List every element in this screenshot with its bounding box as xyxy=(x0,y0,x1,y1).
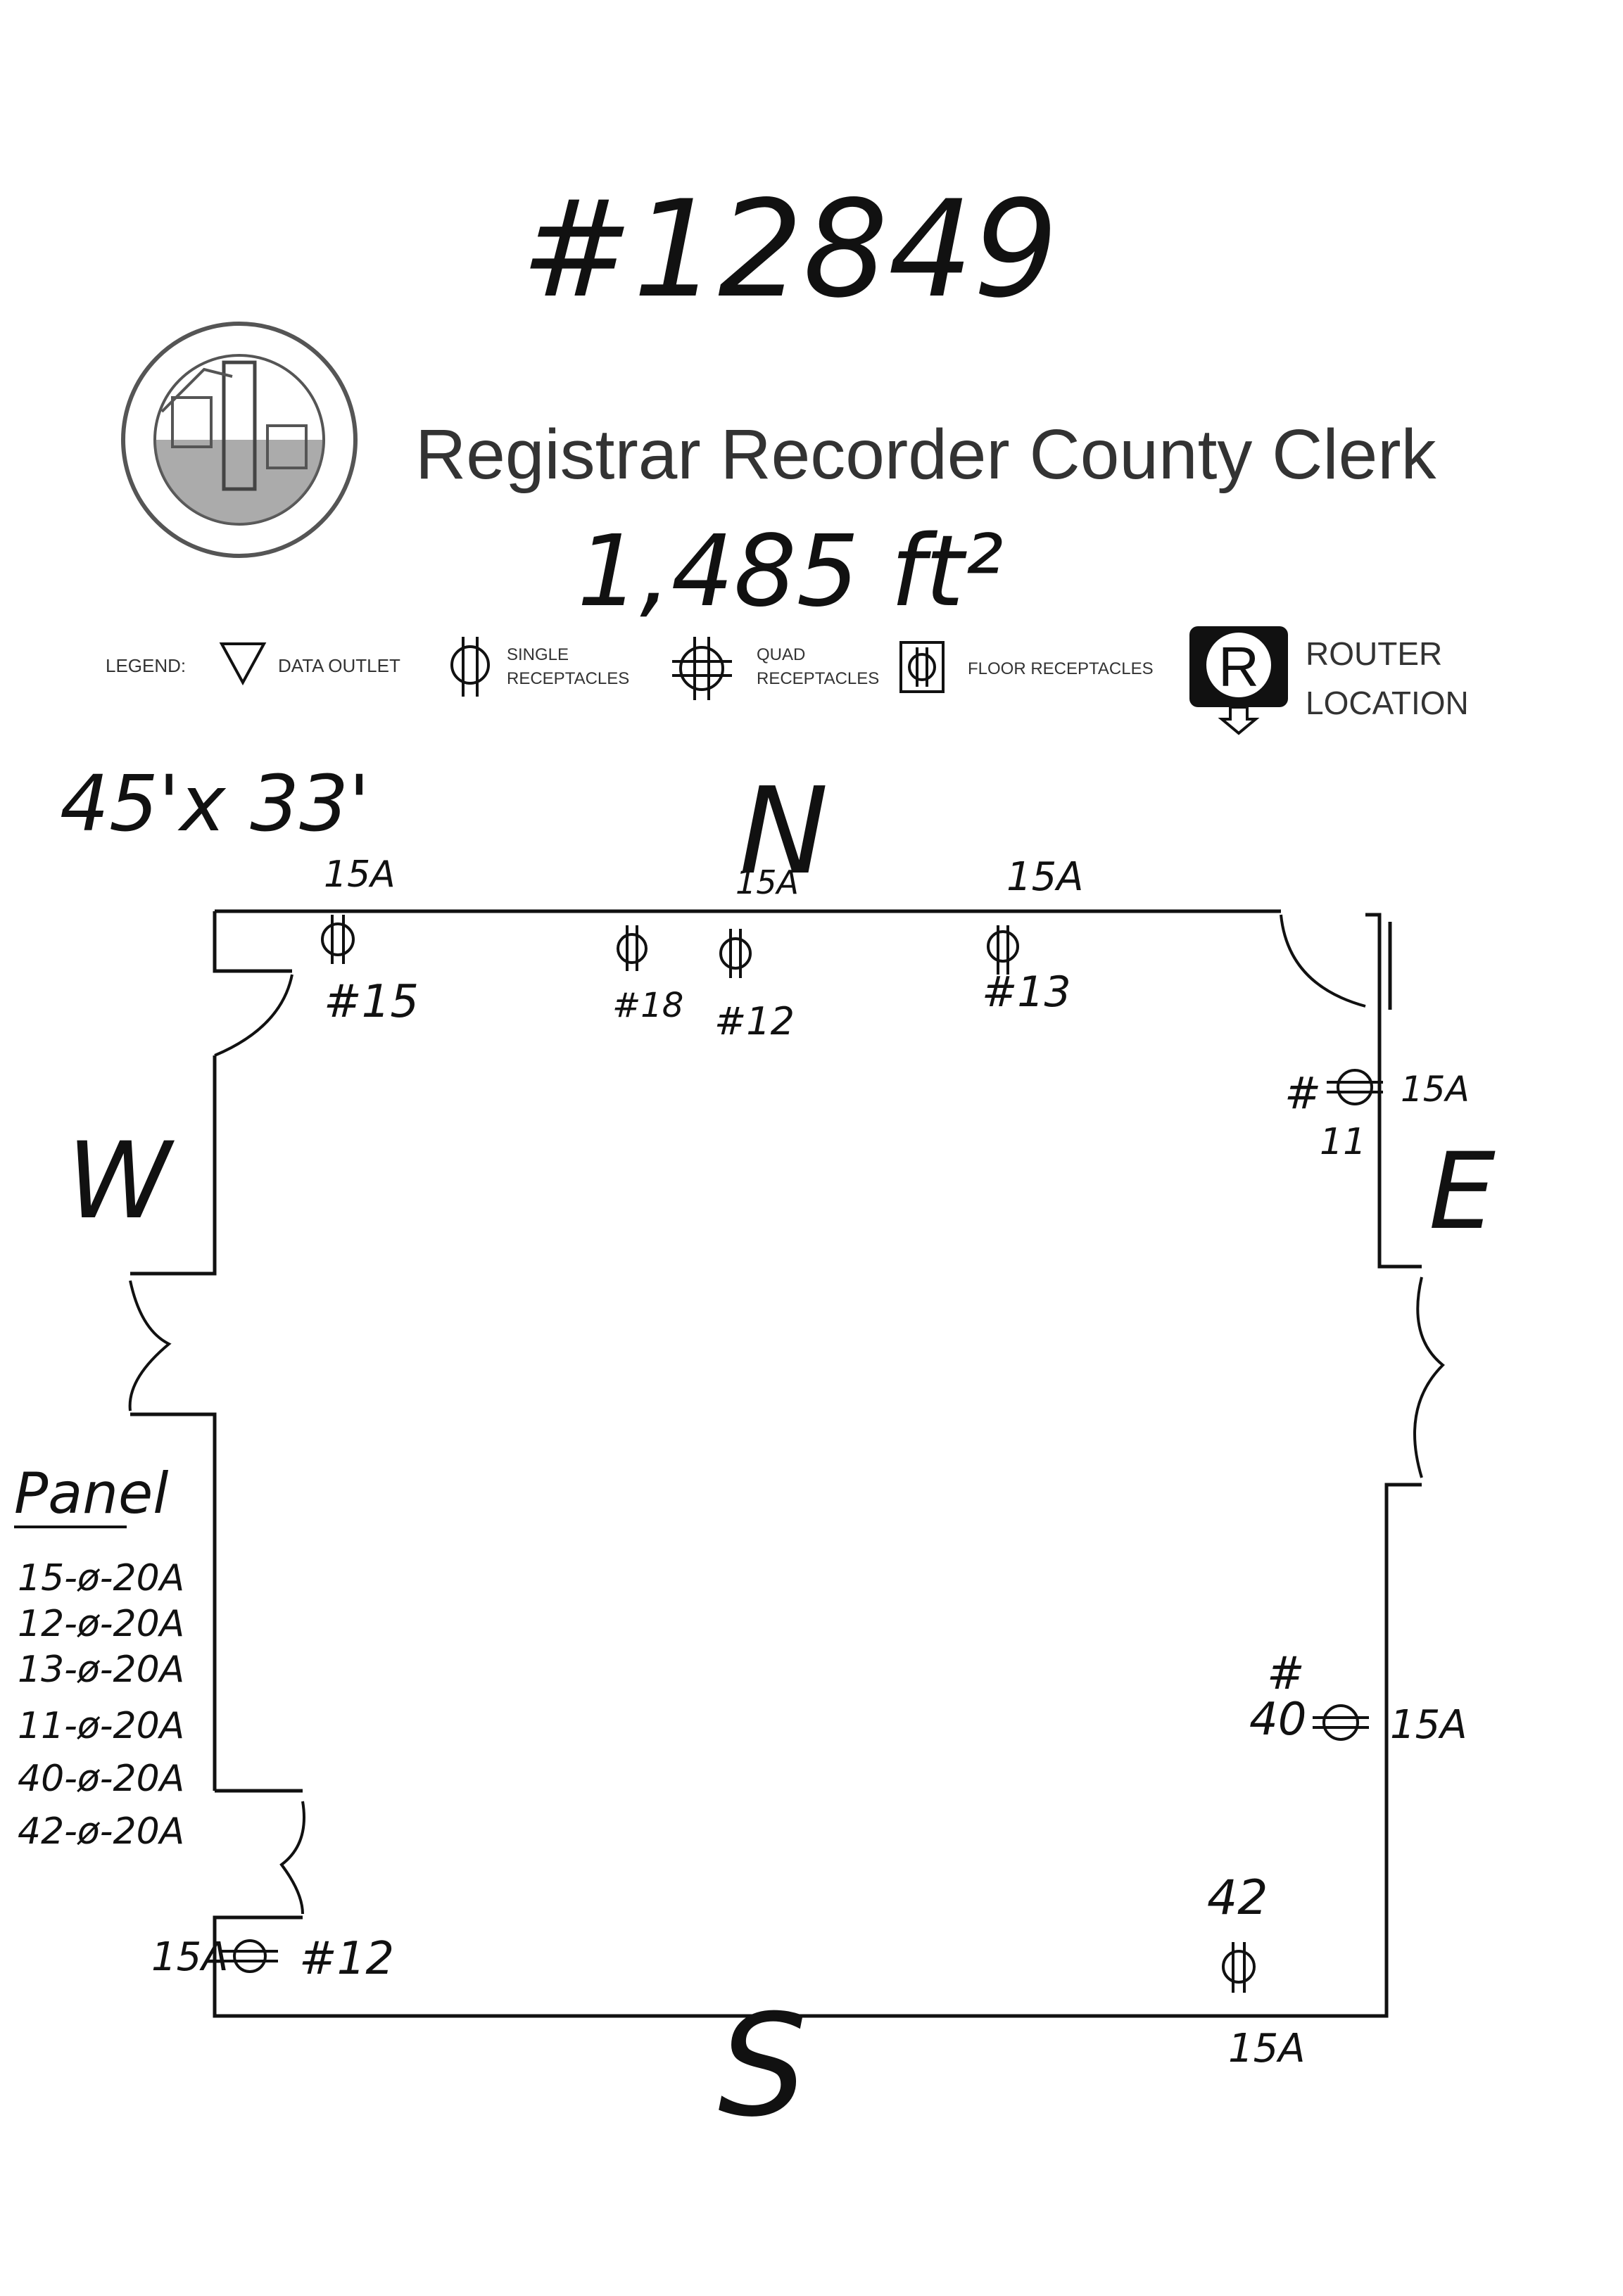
single-receptacle-icon xyxy=(617,925,648,971)
compass-west: W xyxy=(67,1120,175,1243)
legend-quad-line1: QUAD xyxy=(757,645,805,664)
single-receptacle-icon xyxy=(222,1939,278,1973)
r15-id: #15 xyxy=(324,976,419,1028)
compass-north: N xyxy=(739,762,828,901)
legend-quad-line2: RECEPTACLES xyxy=(757,669,879,688)
r18-id: #18 xyxy=(612,986,683,1025)
door-swing-e xyxy=(1413,1276,1445,1478)
single-receptacle-icon xyxy=(987,925,1019,975)
door-swing-ne xyxy=(1280,914,1366,1008)
single-receptacle-icon xyxy=(719,929,752,978)
r11-id-line2: 11 xyxy=(1320,1121,1366,1163)
legend-floor: FLOOR RECEPTACLES xyxy=(968,659,1154,678)
legend-single-line2: RECEPTACLES xyxy=(507,669,629,688)
r13-id: #13 xyxy=(982,968,1071,1017)
r42-amp: 15A xyxy=(1228,2026,1306,2072)
door-swing-nw xyxy=(214,974,293,1057)
r40-amp: 15A xyxy=(1390,1702,1467,1748)
floor-receptacle-icon xyxy=(899,641,945,693)
job-number: #12849 xyxy=(521,172,1059,327)
legend-router-line1: ROUTER xyxy=(1306,635,1442,672)
single-receptacle-icon xyxy=(1313,1704,1369,1741)
legend-single-line1: SINGLE xyxy=(507,645,569,664)
r12-id: #12 xyxy=(714,999,795,1044)
legend-router-line2: LOCATION xyxy=(1306,685,1469,721)
room-outline xyxy=(130,909,1422,2018)
single-receptacle-icon xyxy=(1327,1069,1383,1105)
r40-id-line2: 40 xyxy=(1249,1694,1306,1746)
legend-title: LEGEND: xyxy=(106,655,186,676)
panel-row: 13-ø-20A xyxy=(18,1649,184,1691)
panel-title: Panel xyxy=(14,1461,168,1526)
area-label: 1,485 ft² xyxy=(577,514,1004,629)
r12-amp: 15A xyxy=(735,863,799,901)
compass-east: E xyxy=(1429,1131,1496,1253)
data-outlet-icon xyxy=(219,642,267,686)
r11-id-line1: # xyxy=(1284,1067,1321,1119)
door-swing-w xyxy=(128,1280,172,1412)
r11-amp: 15A xyxy=(1401,1069,1470,1110)
r42-id: 42 xyxy=(1207,1870,1268,1926)
r12sw-amp: 15A xyxy=(151,1934,229,1980)
panel-row: 11-ø-20A xyxy=(18,1705,184,1747)
door-swing-sw xyxy=(279,1801,305,1915)
single-receptacle-icon xyxy=(1222,1942,1256,1993)
r40-id-line1: # xyxy=(1267,1648,1305,1700)
room-dimensions: 45'x 33' xyxy=(60,759,370,849)
router-location-icon: R xyxy=(1189,626,1288,735)
single-receptacle-icon xyxy=(450,637,490,697)
panel-row: 15-ø-20A xyxy=(18,1557,184,1599)
agency-name: Registrar Recorder County Clerk xyxy=(415,415,1436,494)
single-receptacle-icon xyxy=(321,915,355,964)
router-symbol: R xyxy=(1218,635,1259,698)
legend-data-outlet: DATA OUTLET xyxy=(278,655,400,676)
panel-row: 40-ø-20A xyxy=(18,1758,184,1800)
legend: LEGEND: DATA OUTLET SINGLE RECEPTACLES Q… xyxy=(106,626,1469,735)
quad-receptacle-icon xyxy=(672,637,732,700)
compass-south: S xyxy=(718,1984,807,2148)
panel-row: 12-ø-20A xyxy=(18,1603,184,1645)
county-seal-logo xyxy=(121,322,358,558)
r12sw-id: #12 xyxy=(299,1933,394,1985)
panel-schedule: Panel 15-ø-20A 12-ø-20A 13-ø-20A 11-ø-20… xyxy=(14,1461,184,1853)
r13-amp: 15A xyxy=(1006,854,1084,900)
panel-row: 42-ø-20A xyxy=(18,1810,184,1853)
r15-amp: 15A xyxy=(324,854,396,896)
